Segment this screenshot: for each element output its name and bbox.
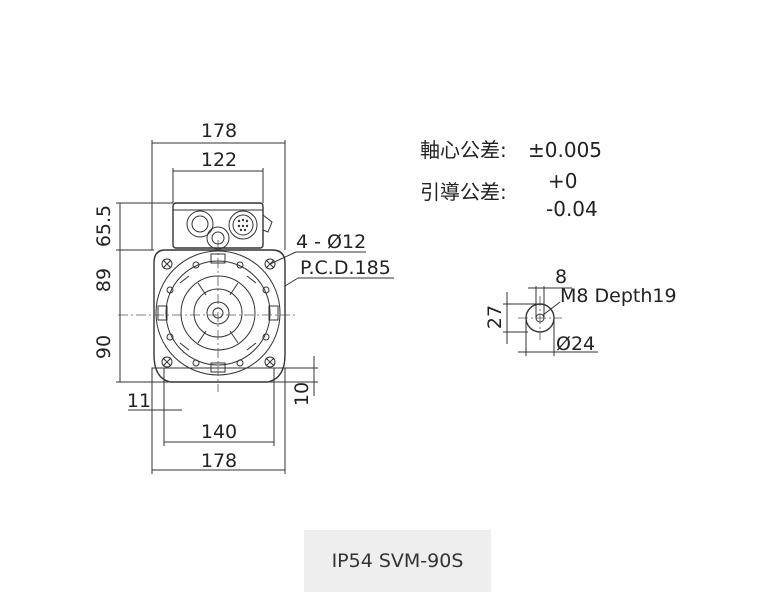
dim-terminal-box-height: 65.5	[93, 205, 115, 247]
dim-overall-width-bottom: 178	[201, 450, 237, 472]
pilot-tolerance-lower: -0.04	[546, 197, 598, 221]
dim-lower-height: 90	[93, 335, 115, 359]
dim-overall-width-top: 178	[201, 120, 237, 142]
shaft-detail	[503, 286, 598, 356]
dimension-lines	[116, 140, 394, 474]
model-label: IP54 SVM-90S	[304, 530, 491, 592]
dim-foot-height: 10	[291, 382, 313, 406]
pilot-tolerance-upper: +0	[548, 169, 577, 193]
key-height: 27	[484, 305, 506, 329]
dim-terminal-box-width: 122	[201, 149, 237, 171]
shaft-tolerance-value: ±0.005	[528, 138, 602, 162]
thread-spec: M8 Depth19	[560, 285, 677, 307]
pilot-tolerance-label: 引導公差:	[420, 180, 507, 204]
dim-bolt-holes: 4 - Ø12	[296, 231, 366, 253]
dim-foot-spacing: 140	[201, 421, 237, 443]
terminal-box	[172, 202, 273, 250]
shaft-tolerance-label: 軸心公差:	[420, 138, 507, 162]
flange-body	[151, 249, 286, 383]
dim-upper-height: 89	[93, 268, 115, 292]
dim-pcd: P.C.D.185	[300, 257, 391, 279]
shaft-diameter: Ø24	[556, 333, 595, 355]
dim-foot-offset: 11	[127, 390, 151, 412]
motor-front-view	[118, 202, 296, 392]
key-width: 8	[555, 266, 567, 288]
